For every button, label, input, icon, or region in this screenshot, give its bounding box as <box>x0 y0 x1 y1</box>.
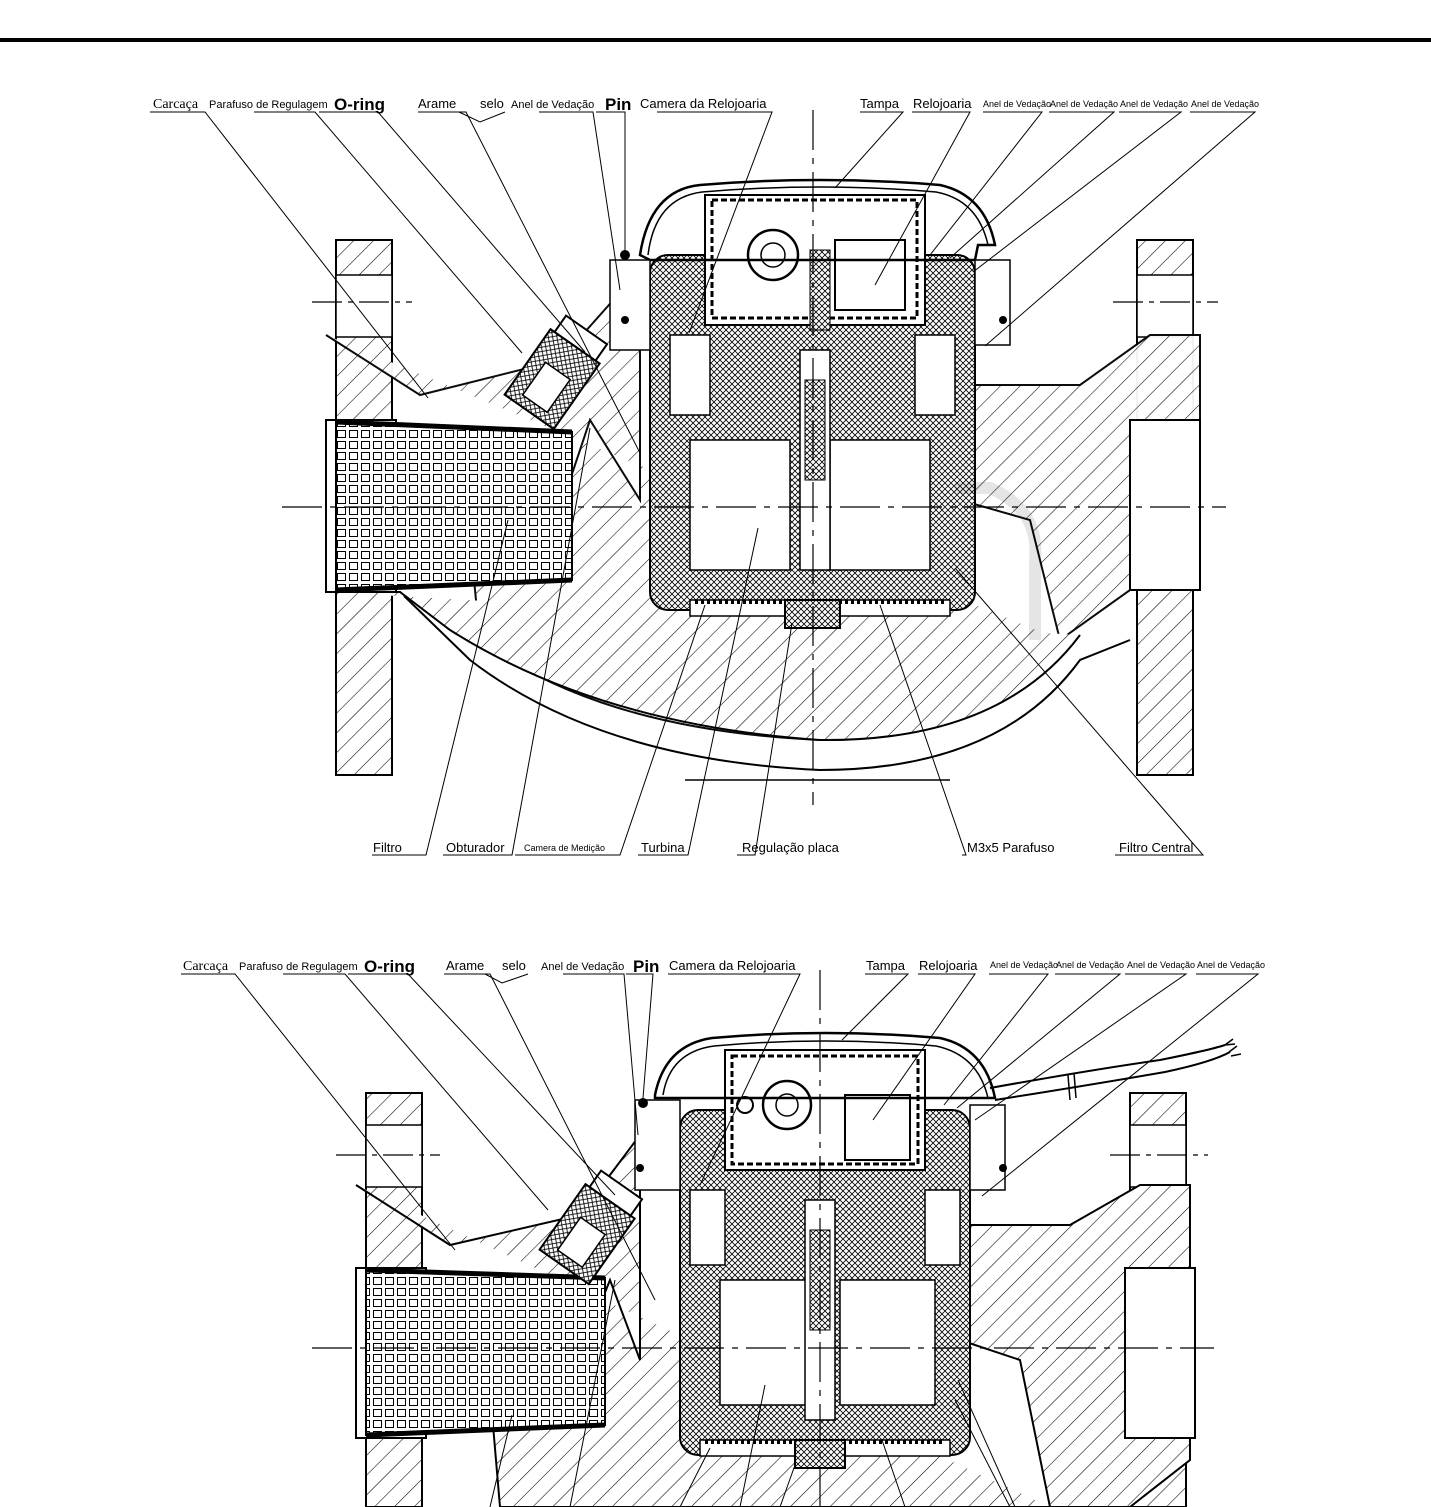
label-arame-2: Arame <box>446 958 484 973</box>
label-camera-relojoaria-2: Camera da Relojoaria <box>669 958 796 973</box>
label-m3x5-parafuso: M3x5 Parafuso <box>967 840 1054 855</box>
label-relojoaria-2: Relojoaria <box>919 958 978 973</box>
label-pin-2: Pin <box>633 957 659 976</box>
label-o-ring-2: O-ring <box>364 957 415 976</box>
label-camera-medicao: Camera de Medição <box>524 843 605 853</box>
label-anel-vedacao-1-2: Anel de Vedação <box>541 961 624 973</box>
label-parafuso-regulagem: Parafuso de Regulagem <box>209 99 328 111</box>
label-tampa-2: Tampa <box>866 958 906 973</box>
label-anel-vedacao-5-2: Anel de Vedação <box>1197 960 1265 970</box>
label-o-ring: O-ring <box>334 95 385 114</box>
label-camera-relojoaria: Camera da Relojoaria <box>640 96 767 111</box>
label-anel-vedacao-3: Anel de Vedação <box>1050 99 1118 109</box>
label-relojoaria: Relojoaria <box>913 96 972 111</box>
label-filtro-central: Filtro Central <box>1119 840 1194 855</box>
label-anel-vedacao-3-2: Anel de Vedação <box>1056 960 1124 970</box>
label-anel-vedacao-5: Anel de Vedação <box>1191 99 1259 109</box>
label-anel-vedacao-1: Anel de Vedação <box>511 99 594 111</box>
label-arame: Arame <box>418 96 456 111</box>
label-carcaca-2: Carcaça <box>183 959 229 974</box>
meter-section-bottom: Carcaça Parafuso de Regulagem O-ring Ara… <box>181 957 1265 1507</box>
label-anel-vedacao-4: Anel de Vedação <box>1120 99 1188 109</box>
label-selo: selo <box>480 96 504 111</box>
label-obturador: Obturador <box>446 840 505 855</box>
label-filtro: Filtro <box>373 840 402 855</box>
label-anel-vedacao-2: Anel de Vedação <box>983 99 1051 109</box>
label-selo-2: selo <box>502 958 526 973</box>
label-regulacao-placa: Regulação placa <box>742 840 840 855</box>
label-carcaca: Carcaça <box>153 97 199 112</box>
meter-section-top: Carcaça Parafuso de Regulagem O-ring Ara… <box>150 95 1259 856</box>
header-rule <box>0 38 1431 42</box>
label-pin: Pin <box>605 95 631 114</box>
label-anel-vedacao-4-2: Anel de Vedação <box>1127 960 1195 970</box>
label-parafuso-regulagem-2: Parafuso de Regulagem <box>239 961 358 973</box>
label-turbina: Turbina <box>641 840 685 855</box>
label-tampa: Tampa <box>860 96 900 111</box>
label-anel-vedacao-2-2: Anel de Vedação <box>990 960 1058 970</box>
